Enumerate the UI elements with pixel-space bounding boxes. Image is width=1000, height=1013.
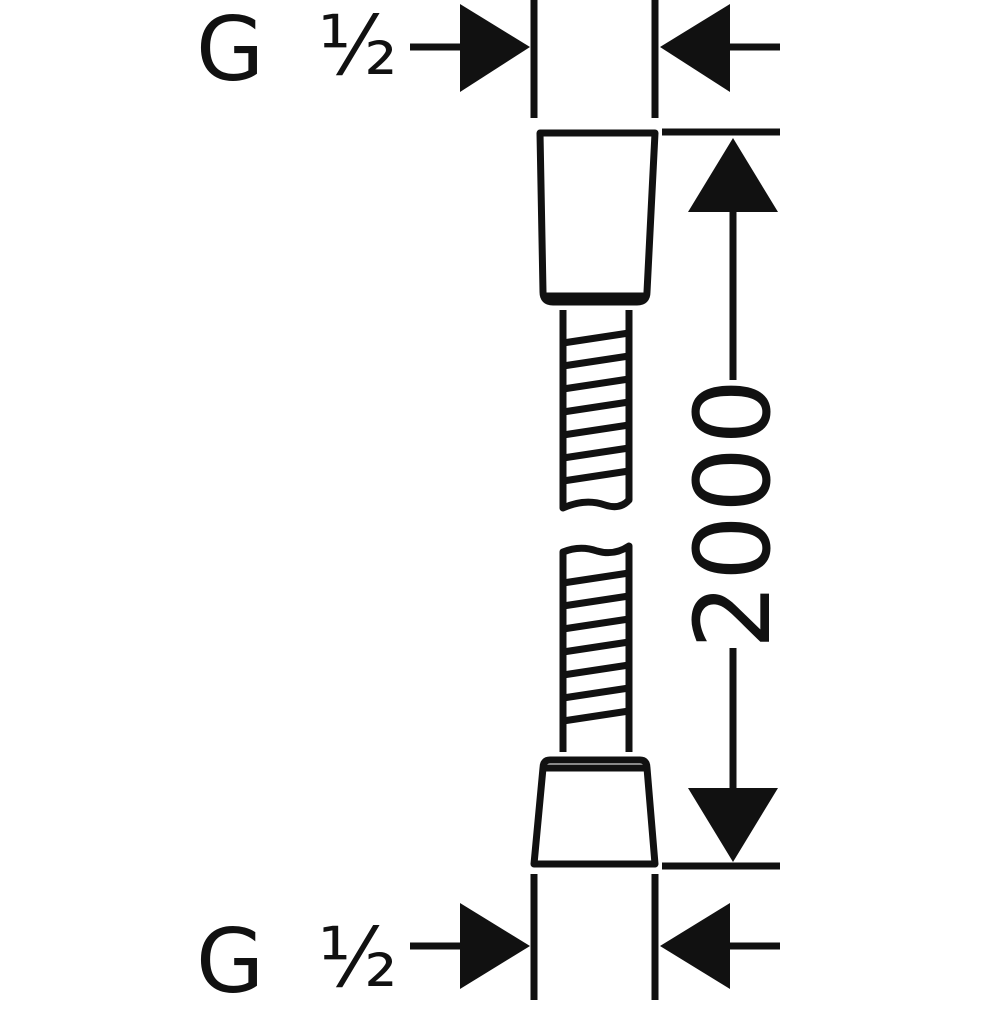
top-arrow-left [460,4,530,92]
hose-upper-section [559,310,633,512]
length-arrow-up [688,138,778,212]
top-thread-prefix: G [196,0,265,101]
bottom-arrow-right [660,903,730,989]
length-arrow-down [688,788,778,862]
bottom-nut [530,756,659,868]
bottom-thread-prefix: G [196,910,265,1013]
top-thread-size: ½ [318,0,398,94]
bottom-thread-size: ½ [318,911,398,1006]
hose-length-label: 2000 [672,376,794,650]
bottom-arrow-left [460,903,530,989]
top-arrow-right [660,4,730,92]
top-nut [536,129,659,306]
hose-lower-section [559,542,633,752]
